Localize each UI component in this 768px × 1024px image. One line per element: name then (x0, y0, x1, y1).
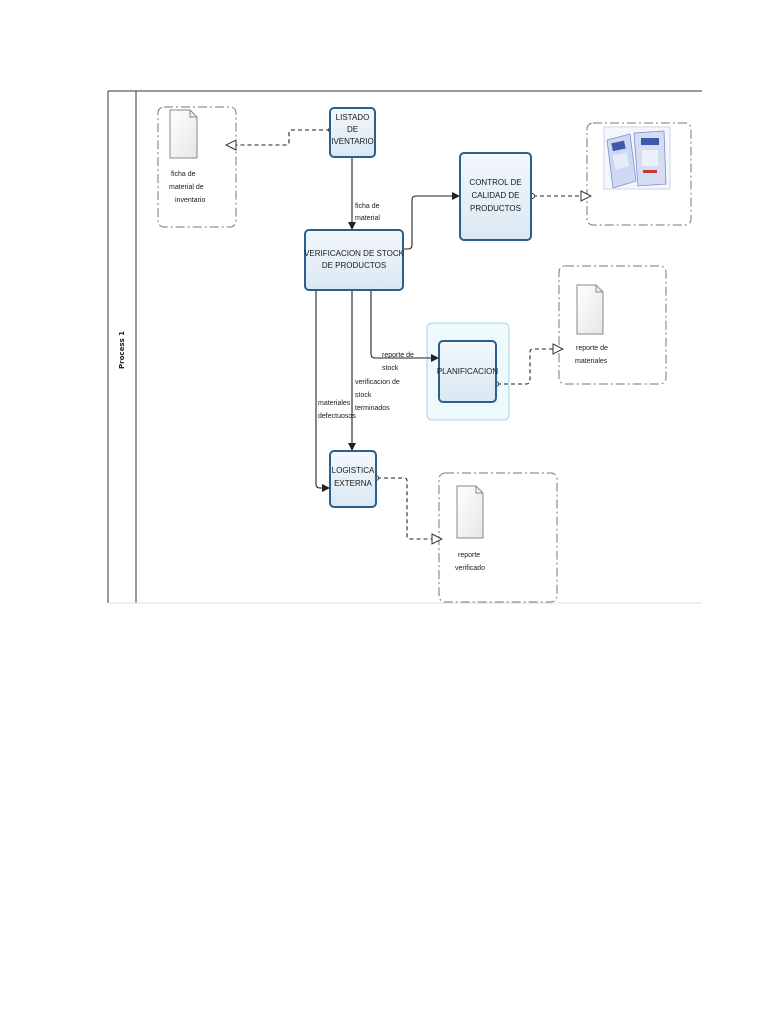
task-line: VERIFICACION DE STOCK (304, 249, 405, 258)
task-line: PRODUCTOS (470, 204, 521, 213)
group-reporte-materiales (558, 265, 667, 385)
product-sachet-image (603, 126, 671, 190)
task-line: PLANIFICACION (437, 367, 499, 376)
doc-label-line: materiales (575, 358, 608, 365)
pool: Process 1 (107, 90, 702, 604)
associations (226, 129, 591, 539)
flow-verificacion-to-control (403, 192, 460, 250)
flow-label-line: materiales (318, 400, 351, 407)
task-line: CONTROL DE (469, 178, 521, 187)
flow-label-line: stock (382, 365, 399, 372)
label-reporte-stock: reporte de stock (382, 352, 414, 372)
label-ficha-material: ficha de material (355, 203, 380, 222)
flow-label-line: material (355, 215, 380, 222)
doc-label-line: inventario (175, 197, 205, 204)
task-line: EXTERNA (334, 479, 372, 488)
assoc-planificacion-to-reporte (497, 349, 563, 385)
flow-label-line: stock (355, 392, 372, 399)
label-materiales-defectuosos: materiales defectuosos (318, 400, 356, 420)
task-line: IVENTARIO (331, 137, 374, 146)
flow-label-line: reporte de (382, 352, 414, 359)
group-ficha (157, 106, 237, 228)
label-reporte-materiales: reporte de materiales (575, 345, 608, 365)
assoc-logistica-to-reporte (377, 477, 442, 539)
document-icon (576, 284, 604, 335)
doc-label-line: reporte (458, 552, 480, 559)
document-icon (456, 485, 484, 539)
flow-verificacion-to-planificacion (370, 291, 439, 362)
label-reporte-verificado: reporte verificado (455, 552, 485, 572)
flow-label-line: ficha de (355, 203, 380, 210)
task-listado-inventario[interactable]: LISTADO DE IVENTARIO (329, 107, 376, 158)
task-planificacion[interactable]: PLANIFICACION (437, 340, 499, 403)
doc-label-line: reporte de (576, 345, 608, 352)
task-control-calidad[interactable]: CONTROL DE CALIDAD DE PRODUCTOS (459, 152, 532, 241)
flow-defectuosos-to-logistica (315, 291, 330, 492)
assoc-listado-to-ficha (226, 129, 330, 145)
task-line: DE PRODUCTOS (322, 261, 386, 270)
task-line: LOGISTICA (332, 466, 375, 475)
task-logistica-externa[interactable]: LOGISTICA EXTERNA (329, 450, 377, 508)
doc-label-line: verificado (455, 565, 485, 572)
document-icon (169, 109, 198, 159)
sequence-flows (315, 157, 460, 492)
flow-label-line: terminados (355, 405, 390, 412)
task-verificacion-stock[interactable]: VERIFICACION DE STOCK DE PRODUCTOS (304, 229, 405, 291)
doc-label-line: ficha de (171, 171, 196, 178)
task-line: CALIDAD DE (471, 191, 519, 200)
label-ficha-inventario: ficha de material de inventario (169, 171, 205, 204)
flow-label-line: verificacion de (355, 379, 400, 386)
label-verificacion-stock: verificacion de stock terminados (355, 379, 400, 412)
task-line: DE (347, 125, 358, 134)
doc-label-line: material de (169, 184, 204, 191)
group-control-image (586, 122, 692, 226)
pool-label: Process 1 (118, 331, 126, 369)
task-line: LISTADO (336, 113, 370, 122)
flow-label-line: defectuosos (318, 413, 356, 420)
